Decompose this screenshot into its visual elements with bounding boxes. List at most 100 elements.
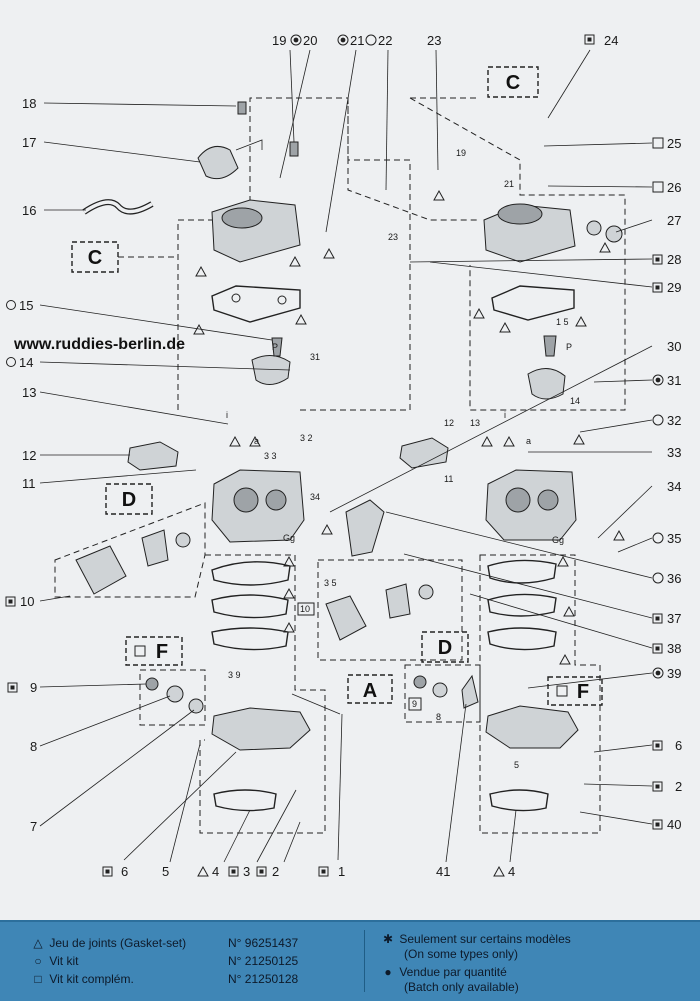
inline-label-13: 13 — [470, 418, 480, 428]
vit-kit-ref: N° 21250125 — [228, 954, 299, 968]
right-top-gasket — [491, 285, 575, 321]
callout-5: 5 — [162, 864, 169, 879]
c-box-link-left — [347, 97, 480, 221]
legend-vit-kit-compl: □ Vit kit complém. — [30, 972, 133, 986]
inline-label-15: 1 5 — [556, 317, 569, 327]
callout-2-bottom: 2 — [272, 864, 279, 879]
inline-label-11: 11 — [444, 474, 453, 484]
left-carb-cover — [211, 199, 301, 263]
callout-21: 21 — [350, 33, 364, 48]
group-a-label: A — [363, 680, 377, 702]
callout-1: 1 — [338, 864, 345, 879]
callout-14: 14 — [19, 355, 33, 370]
callout-35: 35 — [667, 531, 681, 546]
gasket-set-ref: N° 96251437 — [228, 936, 299, 950]
legend-panel: △ Jeu de joints (Gasket-set) N° 96251437… — [0, 920, 700, 1001]
callout-7: 7 — [30, 819, 37, 834]
left-throttle-body — [211, 707, 311, 751]
callout-40: 40 — [667, 817, 681, 832]
callout-15: 15 — [19, 298, 33, 313]
inline-label-p-left: P — [272, 342, 278, 352]
d-group-left-outline — [54, 502, 206, 598]
group-d-center-label: D — [438, 637, 452, 659]
inline-label-33: 3 3 — [264, 451, 277, 461]
callout-6: 6 — [121, 864, 128, 879]
left-carb-body — [211, 469, 305, 543]
callout-31: 31 — [667, 373, 681, 388]
vit-kit-compl-ref: N° 21250128 — [228, 972, 299, 986]
legend-batch: ● Vendue par quantité — [380, 965, 506, 979]
callout-24: 24 — [604, 33, 618, 48]
inline-label-5: 5 — [514, 760, 519, 770]
group-c-right-label: C — [506, 72, 520, 94]
inline-label-a-left: a — [254, 436, 259, 446]
callout-22: 22 — [378, 33, 392, 48]
left-gasket-3 — [211, 627, 289, 651]
left-solenoid — [127, 441, 179, 471]
left-gasket-1 — [211, 561, 291, 586]
callout-17: 17 — [22, 135, 36, 150]
inline-label-23: 23 — [388, 232, 398, 242]
left-gasket-2 — [211, 594, 289, 619]
website-url: www.ruddies-berlin.de — [13, 336, 185, 353]
callout-4: 4 — [212, 864, 219, 879]
right-carb-body — [485, 469, 577, 541]
inline-label-p-right: P — [566, 342, 572, 352]
callout-34: 34 — [667, 479, 681, 494]
group-d-left-label: D — [122, 489, 136, 511]
inline-label-14: 14 — [570, 396, 580, 406]
callout-6-right: 6 — [675, 738, 682, 753]
d-group-center-outline — [317, 559, 463, 661]
choke-lever — [345, 499, 385, 557]
callout-26: 26 — [667, 180, 681, 195]
callout-4-right: 4 — [508, 864, 515, 879]
callout-11: 11 — [22, 476, 36, 491]
callout-33: 33 — [667, 445, 681, 460]
inline-label-39: 3 9 — [228, 670, 241, 680]
inline-label-8: 8 — [436, 712, 441, 722]
inline-label-35: 3 5 — [324, 578, 337, 588]
group-f-left-label: F — [156, 641, 168, 663]
inline-label-10: 10 — [300, 604, 310, 614]
callout-2-right: 2 — [675, 779, 682, 794]
circle-icon: ○ — [34, 954, 42, 968]
legend-vit-kit: ○ Vit kit — [30, 954, 78, 968]
right-throttle-body — [485, 705, 579, 749]
callout-12: 12 — [22, 448, 36, 463]
legend-some-types: ✱ Seulement sur certains modèles — [380, 932, 571, 946]
callout-18: 18 — [22, 96, 36, 111]
callout-19: 19 — [272, 33, 286, 48]
legend-gasket-set: △ Jeu de joints (Gasket-set) — [30, 936, 186, 950]
right-solenoid — [399, 437, 449, 469]
left-bottom-group-outline — [199, 554, 326, 834]
callout-38: 38 — [667, 641, 681, 656]
inline-label-21: 21 — [504, 179, 514, 189]
callout-39: 39 — [667, 666, 681, 681]
inline-label-i-right: i — [504, 410, 506, 420]
inline-label-gg-left: Gg — [283, 533, 295, 543]
asterisk-icon: ✱ — [382, 932, 394, 946]
callout-9: 9 — [30, 680, 37, 695]
inline-label-12: 12 — [444, 418, 454, 428]
callout-30: 30 — [667, 339, 681, 354]
carburetor-exploded-diagram: C C D D F F A www.ruddies-berlin.de — [5, 33, 682, 879]
right-bottom-group-outline — [479, 554, 601, 834]
inline-label-i-left: i — [226, 410, 228, 420]
callout-23: 23 — [427, 33, 441, 48]
group-f-right-label: F — [577, 681, 589, 703]
callout-37: 37 — [667, 611, 681, 626]
callout-28: 28 — [667, 252, 681, 267]
callout-13: 13 — [22, 385, 36, 400]
group-c-left-label: C — [88, 247, 102, 269]
callout-32: 32 — [667, 413, 681, 428]
left-top-gasket — [211, 285, 301, 323]
inline-label-31: 31 — [310, 352, 320, 362]
right-float — [527, 368, 566, 400]
callout-27: 27 — [667, 213, 681, 228]
callout-8: 8 — [30, 739, 37, 754]
callout-3: 3 — [243, 864, 250, 879]
screw-18 — [237, 101, 247, 115]
inline-label-19: 19 — [456, 148, 466, 158]
filled-circle-icon: ● — [384, 965, 392, 979]
